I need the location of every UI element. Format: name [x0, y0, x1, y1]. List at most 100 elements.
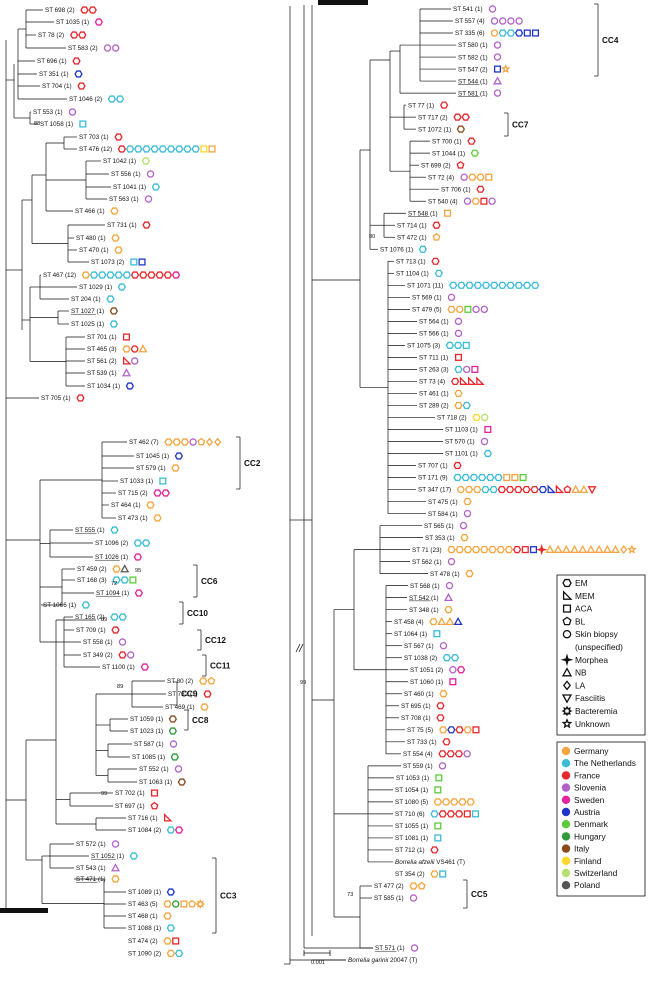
hex-symbol: [454, 365, 463, 374]
sequence-type-label: ST 562 (1): [412, 559, 442, 566]
sequence-type-label: ST 557 (4): [455, 18, 485, 25]
hex-symbol: [453, 473, 462, 482]
circle-symbol: [493, 89, 502, 97]
hex-symbol: [436, 714, 445, 722]
hex-symbol: [163, 900, 172, 908]
sequence-type-label: ST 459 (2): [77, 566, 107, 573]
pent-symbol: [562, 616, 572, 626]
hex-symbol: [464, 485, 474, 494]
sequence-type-label: ST 563 (1): [109, 196, 139, 203]
hex-symbol: [142, 145, 151, 153]
hex-symbol: [438, 726, 448, 734]
circle-symbol: [447, 557, 456, 566]
hex-symbol: [89, 271, 99, 279]
hex-symbol: [172, 438, 181, 446]
sequence-type-label: ST 75 (5): [407, 727, 433, 734]
sequence-type-label: ST 584 (1): [428, 511, 458, 518]
hex-symbol: [133, 553, 143, 561]
bootstrap-label: 88: [34, 121, 40, 127]
legend-shape-label: Fasciitis: [575, 693, 605, 703]
triangle-symbol: [492, 76, 503, 85]
sequence-type-label: ST 468 (1): [128, 913, 158, 920]
hex-symbol: [130, 271, 140, 279]
sequence-type-label: ST 705 (1): [41, 395, 71, 402]
triangle-symbol: [453, 616, 463, 626]
hex-symbol: [163, 937, 172, 945]
sequence-type-label: ST 1034 (1): [87, 383, 120, 390]
hex-symbol: [455, 726, 464, 734]
hex-symbol: [506, 281, 515, 289]
hex-symbol: [522, 485, 531, 494]
square-symbol: [463, 810, 471, 818]
triangle-symbol: [586, 544, 596, 553]
hex-symbol: [481, 485, 490, 494]
legend-country-label: Austria: [574, 807, 600, 817]
hex-symbol: [109, 320, 119, 328]
legend-shape-label: LA: [575, 680, 586, 690]
diamond-symbol: [214, 437, 222, 447]
triangle-symbol: [553, 544, 563, 553]
country-color-swatch: [561, 856, 571, 865]
legend-country-label: Hungary: [574, 831, 606, 841]
square-symbol: [449, 678, 457, 686]
hex-symbol: [117, 283, 127, 291]
circle-symbol: [130, 345, 139, 353]
hex-symbol: [106, 271, 115, 279]
hex-symbol: [490, 281, 499, 289]
hex-symbol: [466, 798, 475, 806]
sequence-type-label: ST 263 (3): [419, 367, 449, 374]
hex-symbol: [142, 221, 151, 229]
sequence-type-label: ST 1045 (1): [136, 453, 169, 460]
hex-symbol: [168, 715, 178, 723]
clonal-complex-bracket: CC9: [173, 681, 198, 706]
hex-symbol: [461, 113, 470, 121]
hex-symbol: [147, 271, 156, 279]
hex-symbol: [69, 31, 79, 39]
sequence-type-label: ST 585 (1): [374, 895, 404, 902]
hex-symbol: [114, 246, 123, 254]
hex-symbol: [140, 663, 150, 671]
pent-symbol: [417, 881, 426, 890]
sequence-type-label: ST 587 (1): [134, 741, 164, 748]
hex-symbol: [456, 666, 466, 674]
sequence-type-label: ST 697 (1): [115, 803, 145, 810]
hex-symbol: [134, 589, 144, 597]
country-color-swatch: [561, 844, 571, 853]
hex-symbol: [453, 113, 462, 121]
hex-symbol: [175, 145, 184, 153]
bootstrap-label: 95: [135, 568, 141, 574]
square-symbol: [433, 630, 441, 638]
clonal-complex-label: CC10: [187, 609, 208, 618]
legend-country-label: France: [574, 770, 600, 780]
hex-symbol: [174, 949, 184, 957]
hex-symbol: [81, 601, 91, 609]
pent-symbol: [207, 676, 216, 685]
sequence-type-label: Borrelia afzelii VS461 (T): [395, 859, 465, 866]
cross-symbol: [535, 543, 548, 556]
hex-symbol: [430, 810, 439, 818]
hex-symbol: [436, 702, 445, 710]
sequence-type-label: ST 554 (4): [403, 751, 433, 758]
hex-symbol: [457, 281, 466, 289]
legend-country-label: Switzerland: [574, 868, 618, 878]
clonal-complex-bracket: CC3: [212, 857, 237, 934]
square-symbol: [434, 786, 442, 794]
hex-symbol: [153, 514, 162, 522]
sequence-type-label: ST 1089 (1): [128, 889, 161, 896]
circle-symbol: [111, 44, 120, 52]
circle-symbol: [439, 642, 448, 650]
sequence-type-label: ST 1072 (1): [418, 126, 451, 133]
hex-symbol: [150, 145, 159, 153]
mem-symbol: [459, 376, 469, 385]
sequence-type-label: ST 1081 (1): [395, 835, 428, 842]
hex-symbol: [430, 846, 439, 854]
sequence-type-label: ST 548 (1): [408, 210, 438, 217]
clonal-complex-bracket: CC11: [202, 654, 231, 677]
hex-symbol: [496, 546, 505, 554]
sequence-type-label: ST 465 (3): [87, 346, 117, 353]
clonal-complex-label: CC5: [471, 890, 488, 899]
country-color-swatch: [561, 795, 571, 804]
triangle-symbol: [437, 616, 447, 626]
hex-symbol: [174, 826, 184, 834]
circle-symbol: [169, 740, 178, 748]
